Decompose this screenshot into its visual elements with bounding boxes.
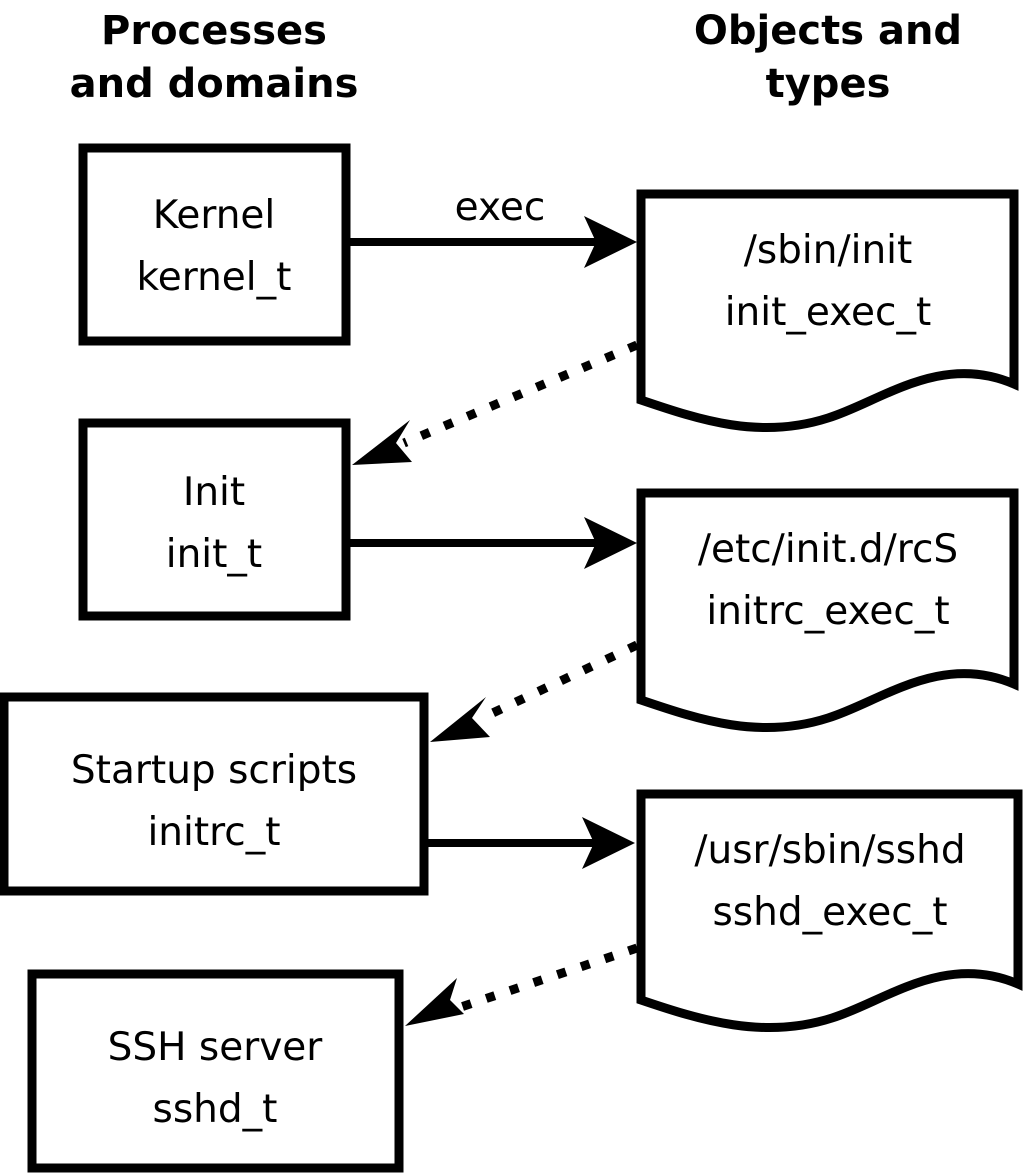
column-header-processes-line2: and domains: [70, 61, 359, 107]
edge-sshd-exec-transition-sshd[interactable]: [405, 943, 639, 1026]
arrowhead-icon: [584, 517, 637, 569]
object-node-init-exec[interactable]: /sbin/init init_exec_t: [636, 189, 1019, 433]
process-node-init-box: [78, 418, 351, 621]
column-header-processes-line1: Processes: [101, 8, 327, 54]
edge-label-exec: exec: [455, 185, 546, 230]
object-node-initrc-exec-type: initrc_exec_t: [706, 589, 949, 634]
process-node-initrc[interactable]: Startup scripts initrc_t: [0, 692, 429, 896]
column-header-objects: Objects and types: [694, 8, 962, 107]
object-node-initrc-exec[interactable]: /etc/init.d/rcS initrc_exec_t: [636, 488, 1019, 733]
arrowhead-icon: [352, 420, 412, 465]
arrowhead-icon: [584, 216, 637, 268]
arrowhead-icon: [582, 817, 635, 869]
column-header-objects-line1: Objects and: [694, 8, 962, 54]
arrowhead-icon: [405, 978, 464, 1026]
process-node-sshd-type: sshd_t: [153, 1087, 278, 1132]
process-node-kernel-box: [78, 143, 351, 346]
process-node-initrc-box: [0, 692, 429, 896]
column-header-processes: Processes and domains: [70, 8, 359, 107]
process-node-init[interactable]: Init init_t: [78, 418, 351, 621]
edge-initrc-exec-transition-initrc[interactable]: [430, 640, 639, 742]
column-header-objects-line2: types: [766, 61, 891, 107]
process-node-kernel[interactable]: Kernel kernel_t: [78, 143, 351, 346]
edge-init-exec-initrc-exec[interactable]: [350, 517, 637, 569]
edge-initrc-exec-sshd-exec[interactable]: [428, 817, 635, 869]
object-node-init-exec-document-shape: [636, 189, 1019, 433]
object-node-sshd-exec-document-shape: [636, 789, 1023, 1033]
process-node-sshd-name: SSH server: [108, 1025, 324, 1070]
edge-kernel-exec-init-exec[interactable]: exec: [350, 185, 637, 268]
arrowhead-icon: [430, 697, 490, 742]
object-node-sshd-exec-type: sshd_exec_t: [712, 890, 947, 935]
process-node-kernel-name: Kernel: [153, 193, 276, 238]
object-node-sshd-exec[interactable]: /usr/sbin/sshd sshd_exec_t: [636, 789, 1023, 1033]
object-node-initrc-exec-path: /etc/init.d/rcS: [698, 527, 958, 572]
object-node-init-exec-path: /sbin/init: [744, 228, 913, 273]
object-node-init-exec-type: init_exec_t: [725, 290, 932, 335]
process-node-init-name: Init: [183, 470, 245, 515]
edge-line-dotted: [456, 943, 639, 1013]
object-node-initrc-exec-document-shape: [636, 488, 1019, 733]
process-node-initrc-name: Startup scripts: [71, 748, 357, 793]
object-node-sshd-exec-path: /usr/sbin/sshd: [694, 828, 965, 873]
process-node-init-type: init_t: [166, 532, 262, 577]
edge-line-dotted: [402, 340, 639, 448]
edge-line-dotted: [480, 640, 639, 723]
edge-init-exec-transition-init[interactable]: [352, 340, 639, 465]
process-node-sshd[interactable]: SSH server sshd_t: [27, 969, 404, 1173]
process-node-kernel-type: kernel_t: [137, 255, 292, 300]
process-node-sshd-box: [27, 969, 404, 1173]
process-node-initrc-type: initrc_t: [147, 810, 280, 855]
